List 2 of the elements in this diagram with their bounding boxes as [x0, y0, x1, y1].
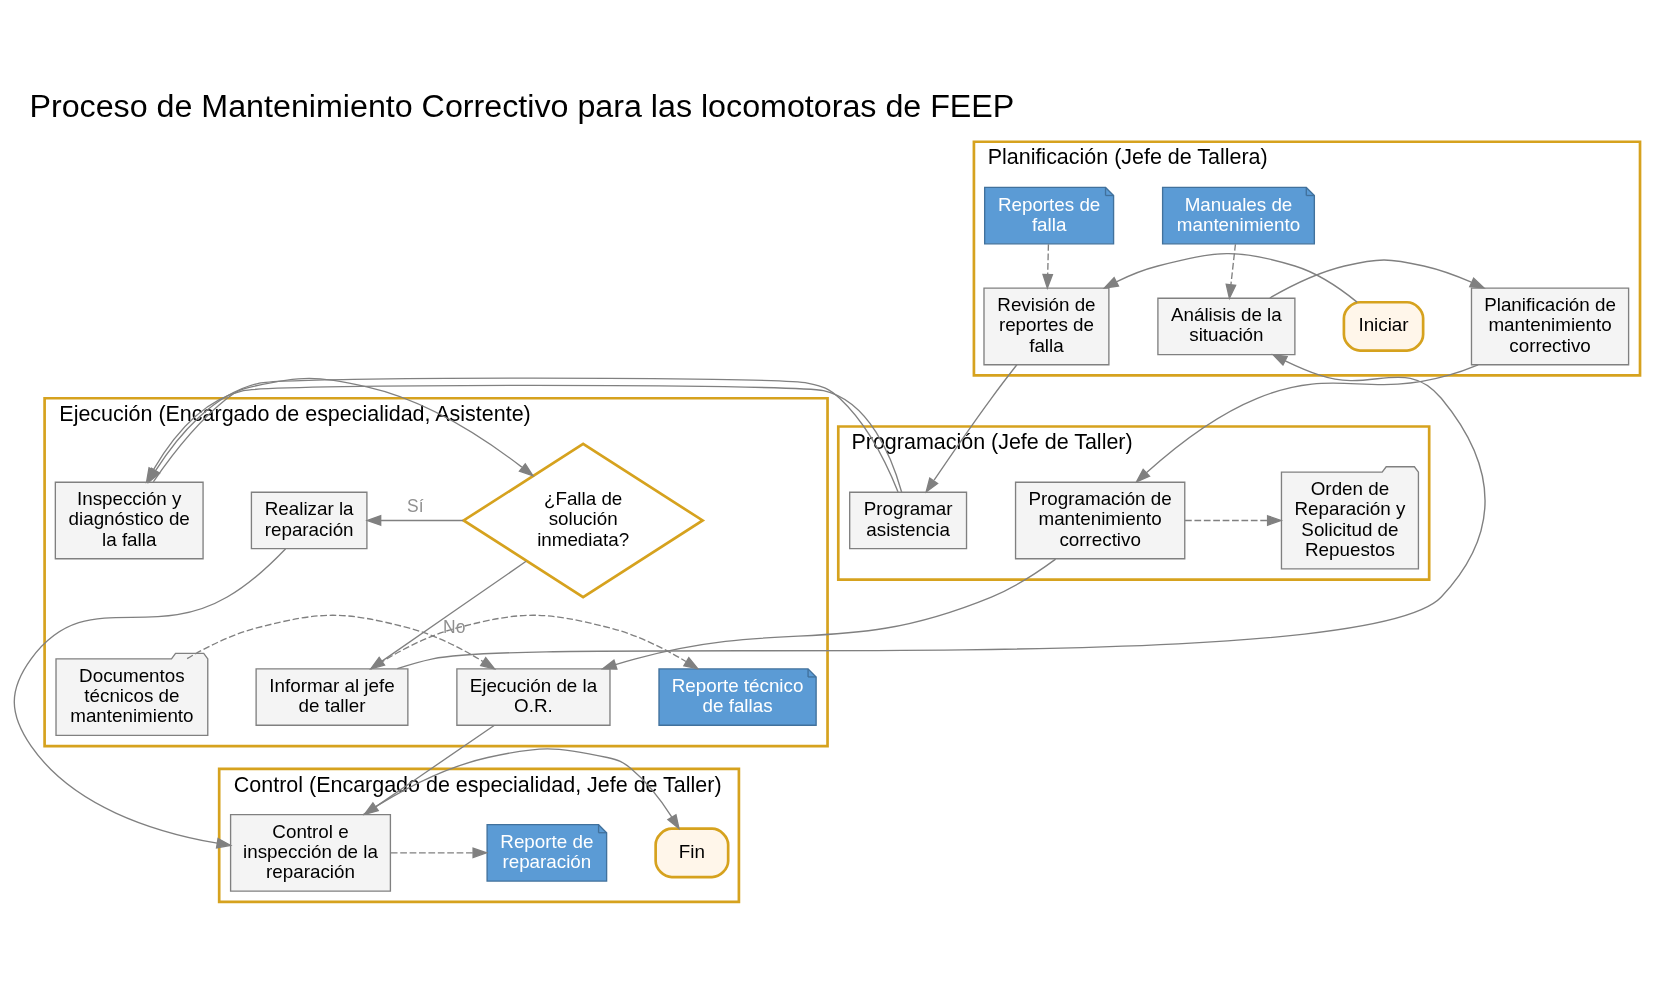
edge-label: Sí	[407, 495, 424, 516]
diagram-title: Proceso de Mantenimiento Correctivo para las locomotoras de FEEP	[29, 87, 1015, 124]
